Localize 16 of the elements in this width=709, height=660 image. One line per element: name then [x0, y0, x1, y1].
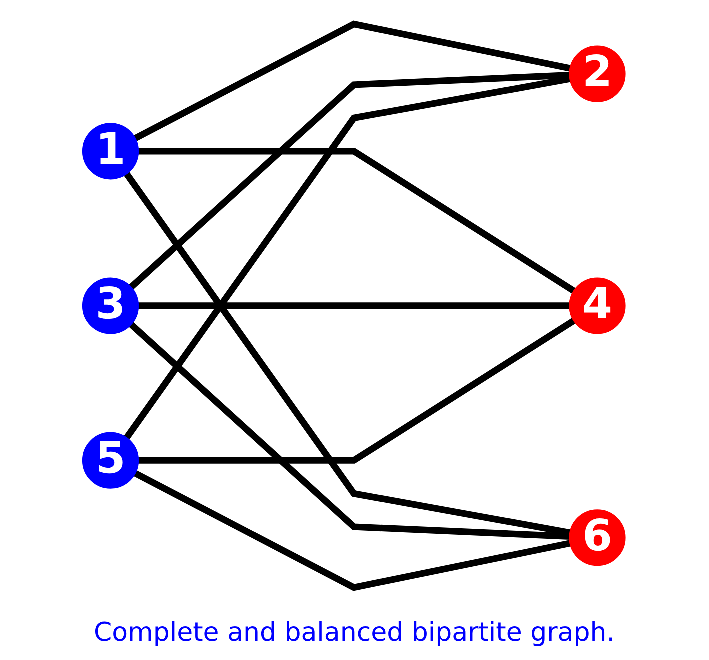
circle-node: 3: [82, 278, 140, 334]
edge-line: [138, 302, 570, 310]
edge-line: [138, 318, 576, 464]
circle-node: 5: [82, 432, 140, 489]
circle-node: 4: [570, 278, 626, 334]
edge-line: [129, 322, 571, 540]
circle-node: 1: [82, 123, 140, 180]
circle-node: 6: [570, 510, 626, 566]
edge-line: [124, 172, 572, 536]
edge-line: [129, 72, 571, 290]
caption: Complete and balanced bipartite graph.: [94, 617, 615, 650]
edge-line: [138, 148, 576, 294]
circle-node: 2: [570, 46, 626, 102]
edge-line: [134, 20, 572, 142]
edge-line: [134, 470, 572, 592]
edge-line: [124, 76, 572, 440]
